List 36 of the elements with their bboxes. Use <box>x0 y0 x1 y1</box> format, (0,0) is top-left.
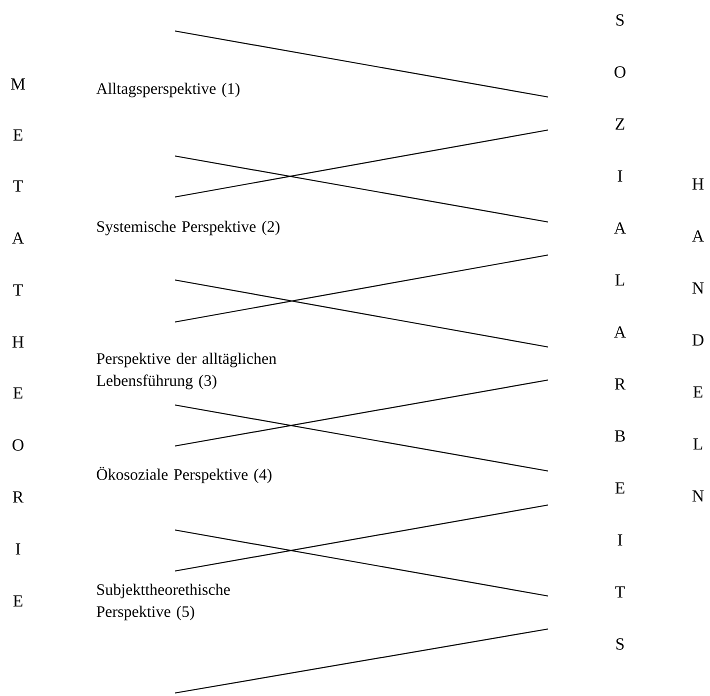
vertical-letter: O <box>12 439 24 451</box>
vertical-letter: H <box>692 178 704 190</box>
vertical-letter: N <box>692 490 704 502</box>
vertical-letter: M <box>10 78 26 90</box>
vertical-letter: E <box>13 387 22 399</box>
vertical-letter: T <box>615 586 625 598</box>
perspective-label: Ökosoziale Perspektive (4) <box>96 466 272 484</box>
vertical-letter: R <box>614 378 626 390</box>
vertical-letter: S <box>616 14 624 26</box>
vertical-letter: L <box>693 438 702 450</box>
vertical-letter: A <box>614 222 626 234</box>
vertical-letter: R <box>12 491 24 503</box>
vertical-letter: I <box>618 170 622 182</box>
perspective-label: Subjekttheorethische Perspektive (5) <box>96 584 230 620</box>
vertical-letter: S <box>616 638 624 650</box>
vertical-letter: E <box>13 129 22 141</box>
vertical-letter: N <box>692 282 704 294</box>
vertical-letter: T <box>13 180 23 192</box>
vertical-letter: T <box>13 284 23 296</box>
vertical-letter: L <box>615 274 624 286</box>
perspective-label: Alltagsperspektive (1) <box>96 82 240 98</box>
vertical-letter: O <box>614 66 626 78</box>
vertical-letter: D <box>692 334 704 346</box>
vertical-letter: Z <box>616 118 624 130</box>
vertical-letter: E <box>13 595 22 607</box>
vertical-letter: E <box>693 386 702 398</box>
vertical-letter: E <box>615 482 624 494</box>
vertical-letter: A <box>692 230 704 242</box>
perspective-label: Perspektive der alltäglichen Lebensführung (3) <box>96 352 276 390</box>
vertical-letter: I <box>16 543 20 555</box>
vertical-letter: I <box>618 534 622 546</box>
perspective-label: Systemische Perspektive (2) <box>97 220 280 236</box>
vertical-letter: H <box>12 336 24 348</box>
vertical-letter: B <box>614 430 625 442</box>
vertical-letter: A <box>614 326 626 338</box>
vertical-letter: A <box>12 232 24 244</box>
